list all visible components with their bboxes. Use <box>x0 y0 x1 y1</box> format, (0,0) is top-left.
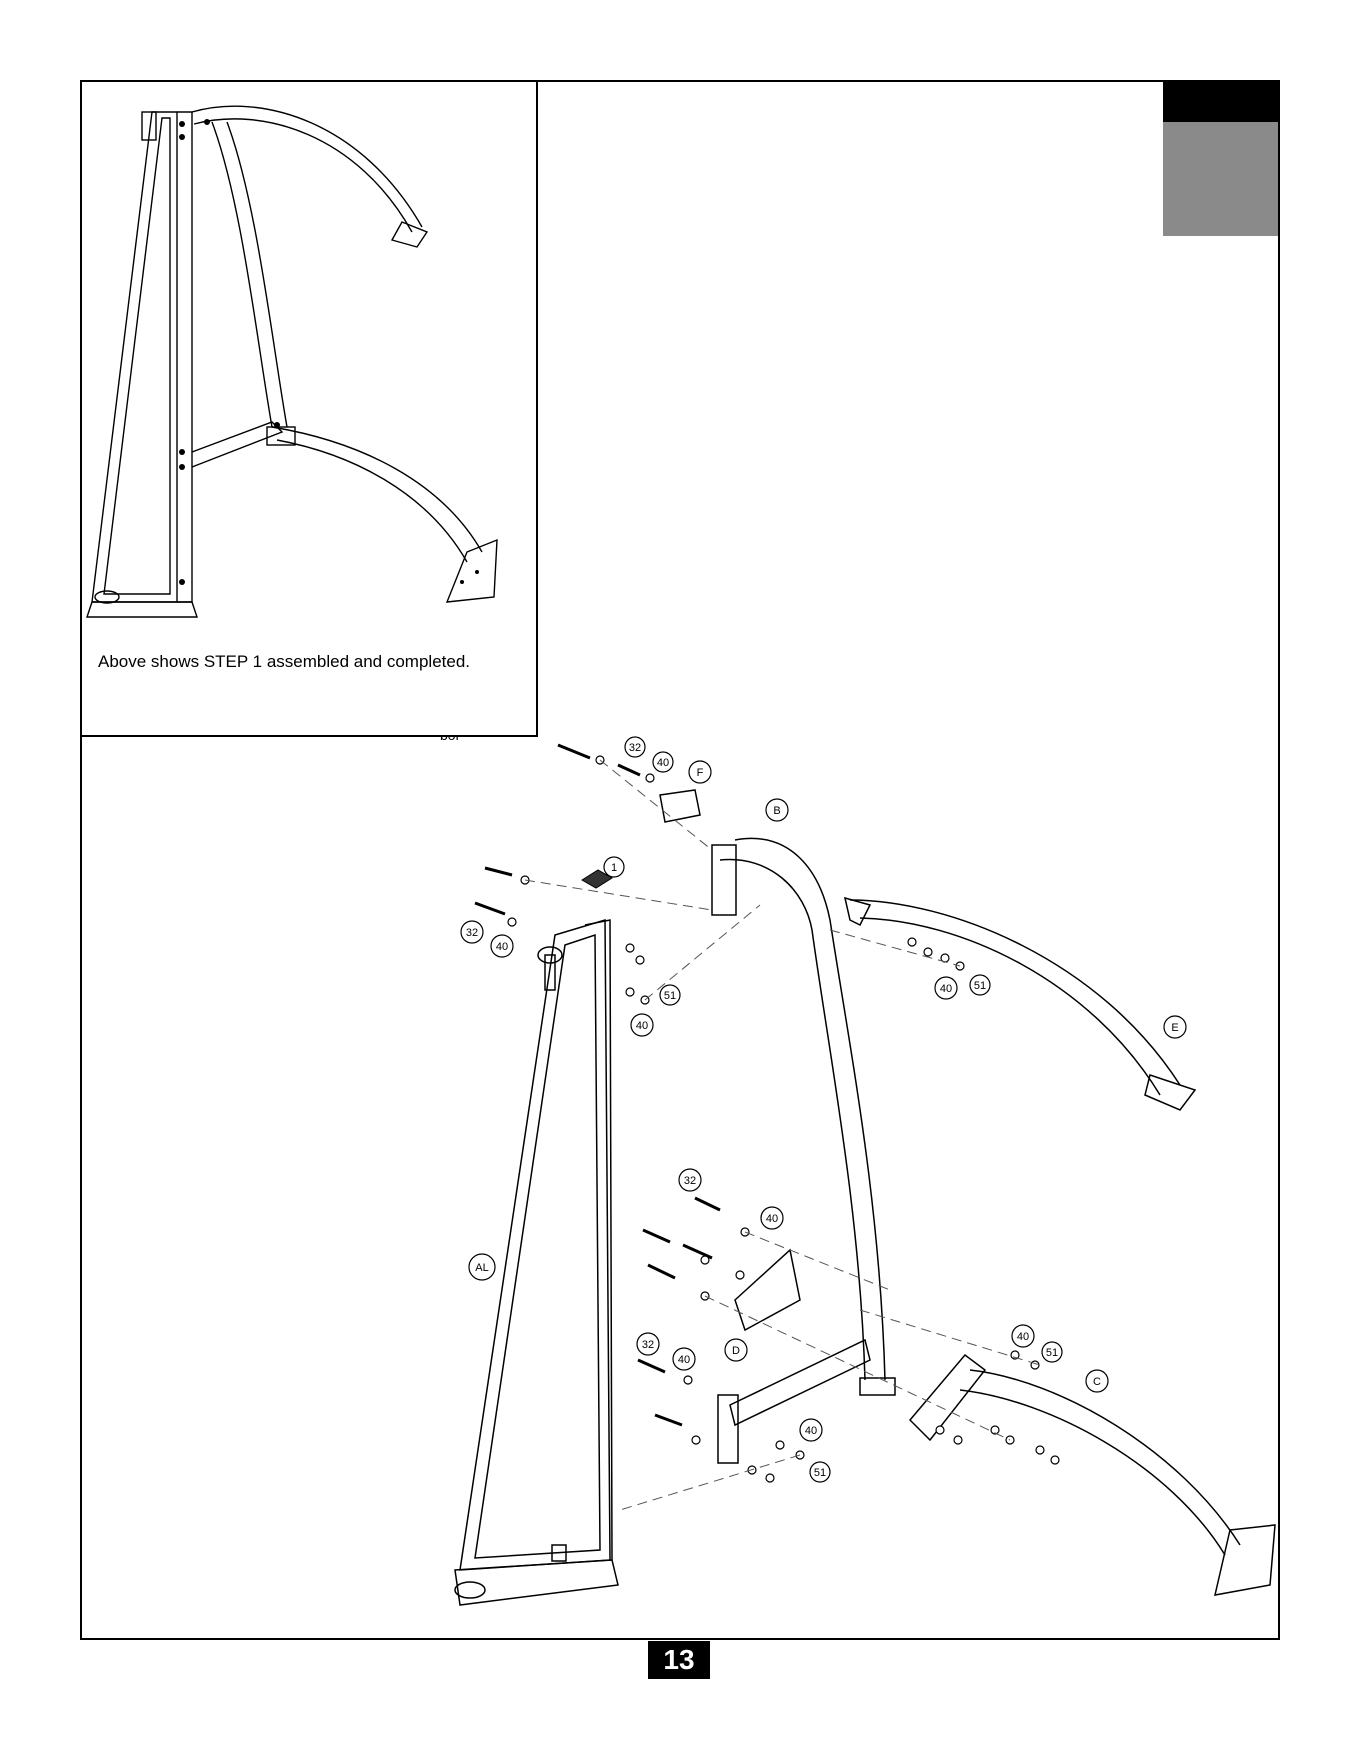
svg-text:AL: AL <box>475 1262 488 1274</box>
svg-text:32: 32 <box>684 1175 696 1187</box>
callout-40-c: 40 <box>1012 1325 1034 1347</box>
inset-caption: Above shows STEP 1 assembled and complet… <box>98 652 470 672</box>
svg-text:40: 40 <box>805 1425 817 1437</box>
svg-text:51: 51 <box>814 1467 826 1479</box>
callout-51-c: 51 <box>1042 1342 1062 1362</box>
callout-40-top: 40 <box>653 752 673 772</box>
svg-text:32: 32 <box>629 742 641 754</box>
callout-d: D <box>725 1339 747 1361</box>
svg-text:1: 1 <box>611 862 617 874</box>
svg-text:51: 51 <box>974 980 986 992</box>
svg-text:F: F <box>697 767 704 779</box>
callout-e: E <box>1164 1016 1186 1038</box>
svg-text:32: 32 <box>642 1339 654 1351</box>
callout-51-upper: 51 <box>660 985 680 1005</box>
cap-f <box>660 790 700 822</box>
callout-40-left: 40 <box>491 935 513 957</box>
callout-40-upper: 40 <box>631 1014 653 1036</box>
callout-51-e: 51 <box>970 975 990 995</box>
callout-40-low: 40 <box>673 1348 695 1370</box>
callout-32-low: 32 <box>637 1333 659 1355</box>
arm-e <box>845 898 1195 1110</box>
callout-b: B <box>766 799 788 821</box>
callout-c: C <box>1086 1370 1108 1392</box>
plate-d <box>735 1250 800 1330</box>
svg-text:40: 40 <box>1017 1331 1029 1343</box>
svg-text:32: 32 <box>466 927 478 939</box>
callout-32-top: 32 <box>625 737 645 757</box>
callout-1: 1 <box>604 857 624 877</box>
svg-text:40: 40 <box>636 1020 648 1032</box>
callout-32-left: 32 <box>461 921 483 943</box>
svg-text:40: 40 <box>940 983 952 995</box>
svg-text:40: 40 <box>678 1354 690 1366</box>
step1-completed-inset: Above shows STEP 1 assembled and complet… <box>80 80 538 737</box>
svg-text:B: B <box>773 805 780 817</box>
callout-f: F <box>689 761 711 783</box>
svg-text:51: 51 <box>1046 1347 1058 1359</box>
callout-40-base: 40 <box>800 1419 822 1441</box>
svg-text:E: E <box>1171 1022 1178 1034</box>
svg-text:51: 51 <box>664 990 676 1002</box>
callout-al: AL <box>469 1254 495 1280</box>
svg-text:40: 40 <box>766 1213 778 1225</box>
callout-40-mid: 40 <box>761 1207 783 1229</box>
svg-text:D: D <box>732 1345 740 1357</box>
callout-32-mid: 32 <box>679 1169 701 1191</box>
svg-text:40: 40 <box>496 941 508 953</box>
callout-40-e: 40 <box>935 977 957 999</box>
callout-51-base: 51 <box>810 1462 830 1482</box>
step1-completed-drawing <box>82 82 540 739</box>
svg-text:40: 40 <box>657 757 669 769</box>
washers-nuts <box>508 756 1059 1482</box>
svg-text:C: C <box>1093 1376 1101 1388</box>
